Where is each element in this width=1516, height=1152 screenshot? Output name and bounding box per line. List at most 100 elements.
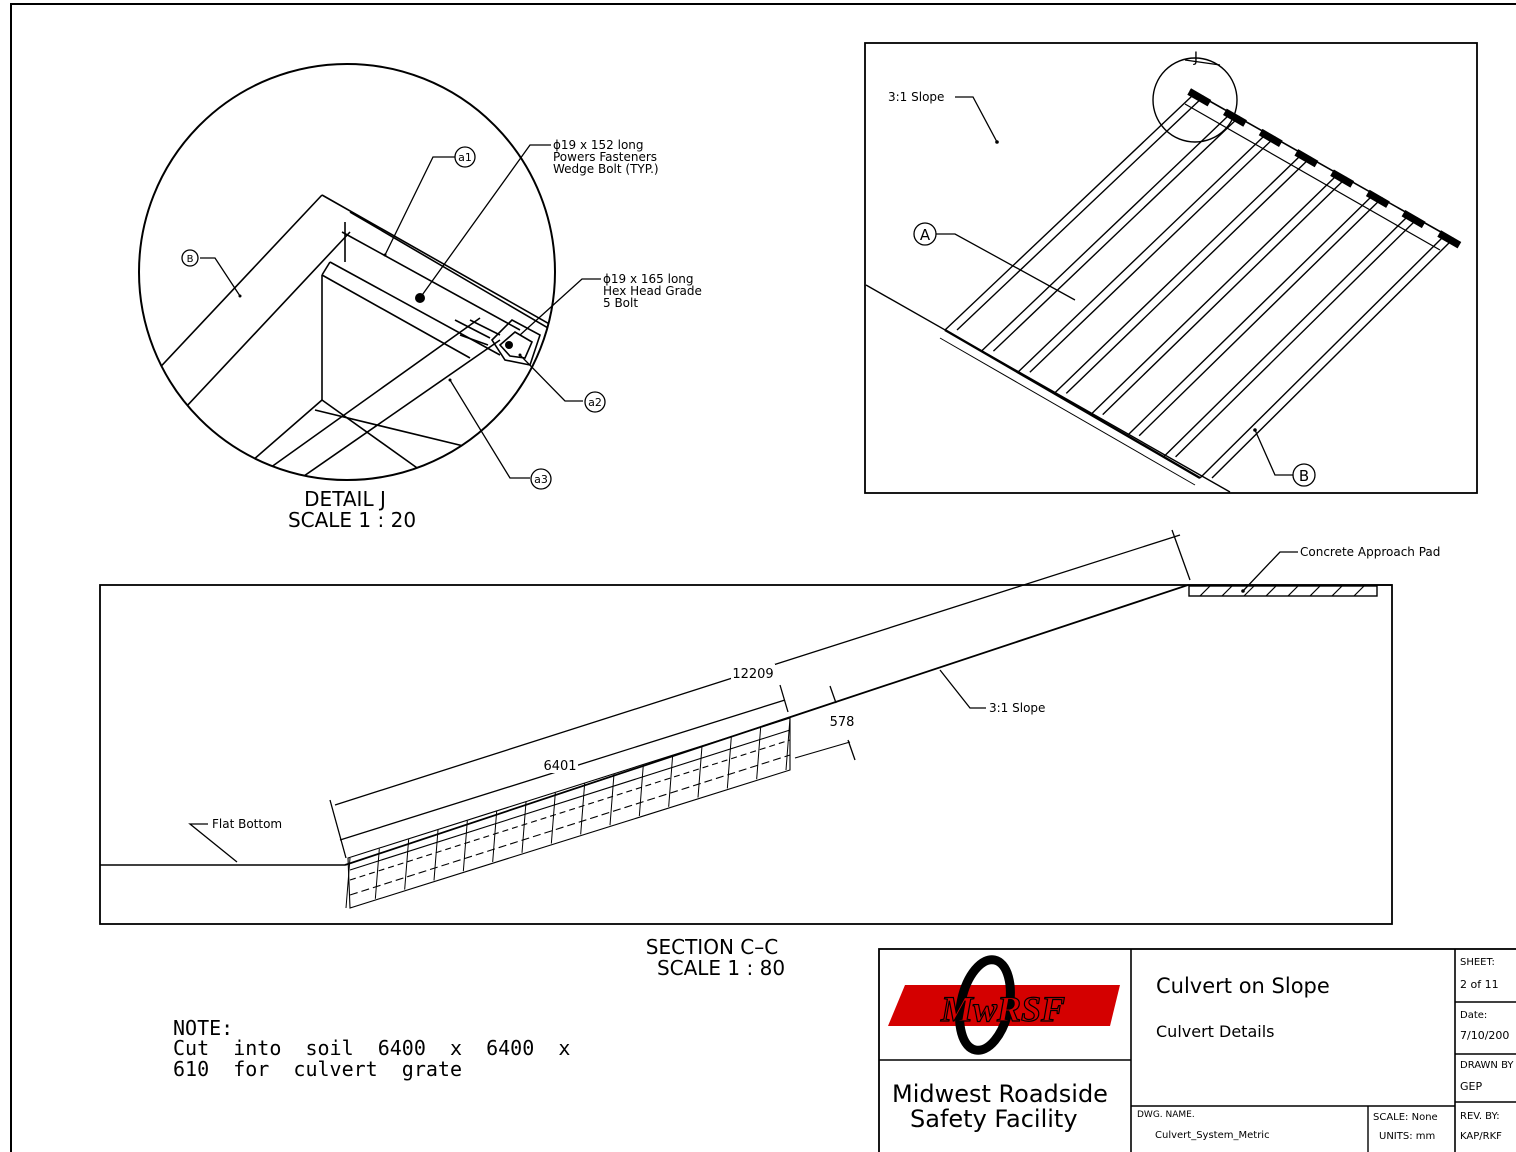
iso-bar — [1065, 156, 1312, 394]
iso-bar — [956, 95, 1205, 331]
dwg-name-value: Culvert_System_Metric — [1155, 1130, 1270, 1141]
svg-text:a3: a3 — [534, 473, 548, 486]
drawing-subtitle: Culvert Details — [1156, 1022, 1275, 1041]
iso-bar — [1090, 176, 1336, 416]
sheet-border — [10, 3, 1516, 1152]
bolt2-line3: 5 Bolt — [603, 296, 638, 310]
date-label: Date: — [1460, 1010, 1488, 1021]
grate-vertical — [404, 839, 410, 890]
detail-j-title: DETAIL J — [304, 487, 386, 511]
sheet-label: SHEET: — [1460, 957, 1495, 968]
rev-value: KAP/RKF — [1460, 1131, 1502, 1142]
grate-vertical — [462, 820, 468, 872]
scale-label: SCALE: None — [1373, 1112, 1438, 1123]
dim-12209: 12209 — [732, 667, 773, 682]
note-line1: Cut into soil 6400 x 6400 x — [173, 1036, 571, 1060]
note-heading: NOTE: — [173, 1016, 234, 1040]
svg-text:A: A — [920, 226, 931, 244]
grate-vertical — [521, 801, 527, 853]
grate-vertical — [345, 857, 351, 909]
grate-vertical — [638, 764, 644, 817]
iso-bar-end — [1365, 189, 1390, 208]
callout-a3: a3 — [530, 468, 552, 490]
iso-bar — [1211, 237, 1455, 479]
iso-bar — [1017, 136, 1264, 373]
grate-vertical — [580, 783, 586, 835]
grate-vertical — [668, 755, 674, 807]
iso-bar-end — [1187, 88, 1212, 107]
grate-vertical — [433, 829, 439, 881]
grate-vertical — [550, 792, 556, 844]
grate-vertical — [785, 717, 791, 771]
drawn-label: DRAWN BY — [1460, 1060, 1514, 1071]
svg-text:J: J — [1193, 50, 1198, 66]
iso-bar-end — [1401, 210, 1426, 229]
detail-j-scale: SCALE 1 : 20 — [288, 508, 416, 532]
iso-bar-end — [1223, 108, 1247, 127]
units-label: UNITS: mm — [1379, 1131, 1436, 1142]
iso-bar — [1175, 217, 1419, 458]
iso-bar — [1126, 196, 1372, 437]
flat-bottom-label: Flat Bottom — [212, 817, 282, 831]
culvert-grate — [347, 717, 791, 909]
sheet-value: 2 of 11 — [1460, 978, 1499, 991]
callout-b-detail: B — [181, 249, 199, 267]
approach-pad-label: Concrete Approach Pad — [1300, 545, 1440, 559]
callout-a2: a2 — [584, 391, 606, 413]
org-line1: Midwest Roadside — [892, 1080, 1108, 1108]
iso-bar — [1163, 217, 1407, 458]
iso-bar — [980, 115, 1229, 352]
detail-j-marker — [1152, 57, 1238, 143]
iso-bar-end — [1258, 128, 1283, 147]
iso-grate-bars — [944, 88, 1462, 479]
section-cc: 12209 6401 578 3:1 Slope Flat Bottom Con… — [99, 529, 1440, 980]
note-line2: 610 for culvert grate — [173, 1057, 462, 1081]
bolt1-line3: Wedge Bolt (TYP.) — [553, 162, 659, 176]
hex-bolt-mark — [505, 341, 513, 349]
approach-pad — [1188, 585, 1378, 597]
grate-vertical — [609, 773, 615, 826]
section-title: SECTION C–C — [646, 935, 778, 959]
grate-vertical — [726, 736, 732, 789]
detail-j: a1 B a2 a3 ϕ19 x 152 long Powers Fastene… — [138, 63, 702, 532]
svg-text:MwRSF: MwRSF — [940, 989, 1065, 1029]
org-line2: Safety Facility — [910, 1105, 1078, 1133]
svg-text:a1: a1 — [458, 151, 472, 164]
detail-circle — [138, 63, 556, 481]
iso-bar — [944, 95, 1193, 331]
dim-578: 578 — [830, 715, 855, 730]
rev-label: REV. BY: — [1460, 1111, 1500, 1122]
grate-vertical — [697, 745, 703, 798]
section-frame — [99, 584, 1393, 925]
grate-vertical — [756, 727, 762, 780]
iso-bar — [992, 115, 1241, 352]
iso-frame — [864, 42, 1478, 494]
svg-text:B: B — [187, 254, 194, 265]
date-value: 7/10/200 — [1460, 1029, 1510, 1042]
detail-geometry — [139, 194, 555, 480]
iso-bar-end — [1294, 149, 1319, 168]
title-block: MwRSF — [878, 948, 1516, 1152]
iso-bar-end — [1330, 169, 1355, 188]
dwg-name-label: DWG. NAME. — [1137, 1110, 1195, 1120]
grate-vertical — [492, 811, 498, 863]
iso-bar — [1029, 136, 1276, 373]
iso-slope-label: 3:1 Slope — [888, 90, 944, 104]
iso-callout-b: B — [1292, 463, 1316, 487]
section-scale: SCALE 1 : 80 — [657, 956, 785, 980]
section-slope-label: 3:1 Slope — [989, 701, 1045, 715]
bolt1-line1: ϕ19 x 152 long — [553, 138, 644, 152]
drawing-title: Culvert on Slope — [1156, 974, 1330, 998]
iso-bar — [1053, 156, 1300, 394]
iso-bar — [1199, 237, 1443, 479]
mwrsf-logo: MwRSF — [888, 955, 1120, 1055]
grate-vertical — [374, 848, 380, 899]
iso-view: J 3:1 Slope A B — [864, 42, 1478, 494]
svg-text:B: B — [1299, 467, 1309, 485]
iso-bar — [1102, 176, 1348, 416]
iso-bar — [1138, 196, 1384, 437]
svg-text:a2: a2 — [588, 396, 602, 409]
drawn-value: GEP — [1460, 1080, 1483, 1093]
